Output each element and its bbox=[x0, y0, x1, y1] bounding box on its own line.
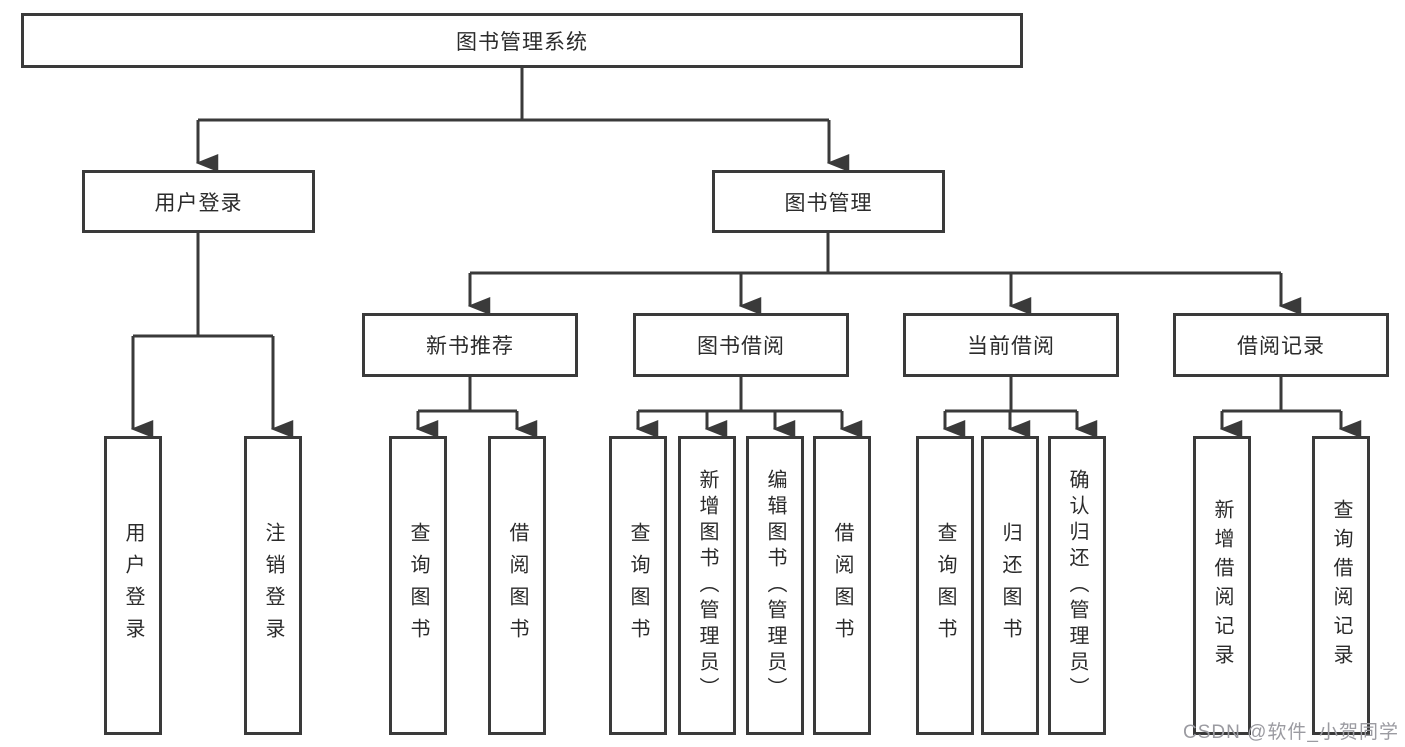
node-current-borrow: 当前借阅 bbox=[903, 313, 1119, 377]
node-book-management: 图书管理 bbox=[712, 170, 945, 233]
leaf-nbr-borrow-books-label: 借阅图书 bbox=[506, 521, 528, 650]
leaf-nbr-query-books: 查询图书 bbox=[389, 436, 447, 735]
leaf-bb-query-books-label: 查询图书 bbox=[627, 521, 649, 650]
leaf-cb-confirm-return-admin: 确认归还（管理员） bbox=[1048, 436, 1106, 735]
node-user-login-label: 用户登录 bbox=[154, 191, 243, 215]
leaf-br-add-record: 新增借阅记录 bbox=[1193, 436, 1251, 735]
node-current-borrow-label: 当前借阅 bbox=[967, 335, 1055, 358]
node-root-label: 图书管理系统 bbox=[456, 30, 588, 54]
leaf-logout-label: 注销登录 bbox=[262, 521, 284, 650]
node-new-book-recommend-label: 新书推荐 bbox=[426, 335, 514, 358]
csdn-watermark: CSDN @软件_小贺同学 bbox=[1183, 722, 1399, 743]
leaf-bb-edit-books-admin-label: 编辑图书（管理员） bbox=[764, 468, 786, 703]
leaf-user-login: 用户登录 bbox=[104, 436, 162, 735]
leaf-logout: 注销登录 bbox=[244, 436, 302, 735]
node-borrow-records: 借阅记录 bbox=[1173, 313, 1389, 377]
leaf-user-login-label: 用户登录 bbox=[122, 521, 144, 650]
leaf-bb-add-books-admin-label: 新增图书（管理员） bbox=[696, 468, 718, 703]
leaf-bb-borrow-books-label: 借阅图书 bbox=[831, 521, 853, 650]
leaf-bb-edit-books-admin: 编辑图书（管理员） bbox=[746, 436, 804, 735]
leaf-cb-confirm-return-admin-label: 确认归还（管理员） bbox=[1066, 468, 1088, 703]
leaf-cb-return-books: 归还图书 bbox=[981, 436, 1039, 735]
leaf-br-add-record-label: 新增借阅记录 bbox=[1211, 498, 1233, 673]
node-new-book-recommend: 新书推荐 bbox=[362, 313, 578, 377]
leaf-br-query-record-label: 查询借阅记录 bbox=[1330, 498, 1352, 673]
leaf-nbr-borrow-books: 借阅图书 bbox=[488, 436, 546, 735]
leaf-bb-query-books: 查询图书 bbox=[609, 436, 667, 735]
node-borrow-records-label: 借阅记录 bbox=[1237, 335, 1325, 358]
leaf-cb-query-books: 查询图书 bbox=[916, 436, 974, 735]
node-user-login: 用户登录 bbox=[82, 170, 315, 233]
node-book-borrow: 图书借阅 bbox=[633, 313, 849, 377]
node-book-borrow-label: 图书借阅 bbox=[697, 335, 785, 358]
node-book-management-label: 图书管理 bbox=[784, 191, 873, 215]
leaf-cb-query-books-label: 查询图书 bbox=[934, 521, 956, 650]
leaf-bb-borrow-books: 借阅图书 bbox=[813, 436, 871, 735]
leaf-cb-return-books-label: 归还图书 bbox=[999, 521, 1021, 650]
leaf-bb-add-books-admin: 新增图书（管理员） bbox=[678, 436, 736, 735]
node-root: 图书管理系统 bbox=[21, 13, 1023, 68]
leaf-br-query-record: 查询借阅记录 bbox=[1312, 436, 1370, 735]
leaf-nbr-query-books-label: 查询图书 bbox=[407, 521, 429, 650]
